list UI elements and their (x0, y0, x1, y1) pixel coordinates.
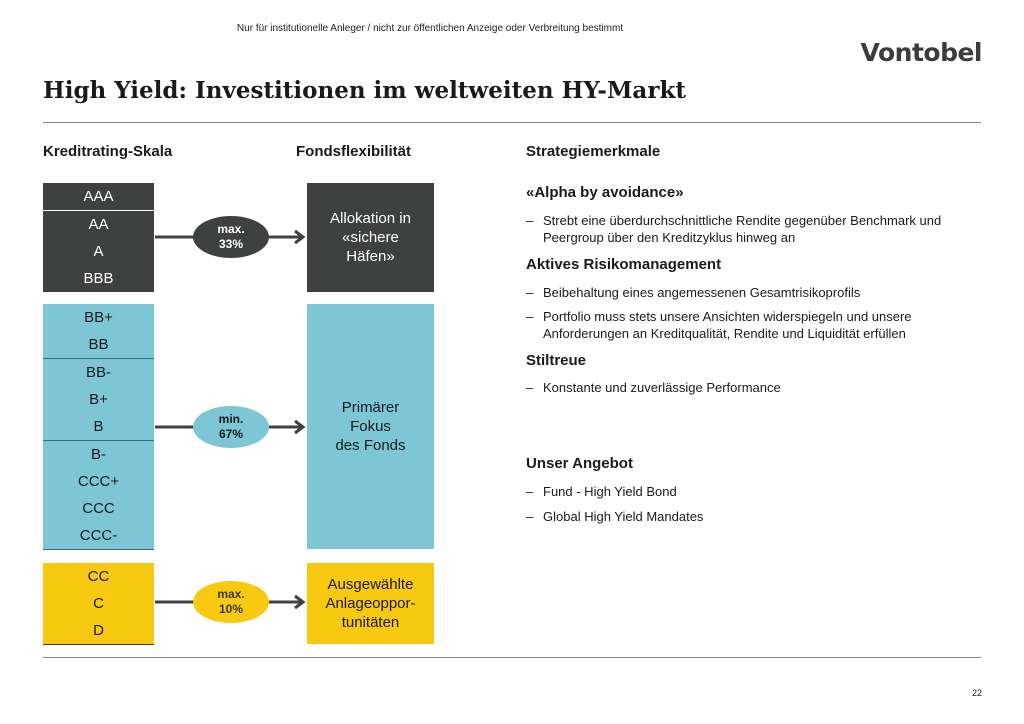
rating-cell: B+ (43, 386, 154, 414)
bullet-text: Strebt eine überdurchschnittliche Rendit… (543, 213, 942, 245)
limit-badge-high-yield: min. 67% (193, 406, 269, 448)
bullet-dash: – (526, 309, 534, 324)
fund-box-line: des Fonds (335, 437, 406, 454)
limit-value: 33% (218, 237, 244, 251)
page-title: High Yield: Investitionen im weltweiten … (43, 77, 687, 104)
limit-badge-investment-grade: max. 33% (193, 216, 269, 258)
bullet-text: Fund - High Yield Bond (543, 484, 677, 499)
bullet-text: Portfolio muss stets unsere Ansichten wi… (543, 309, 912, 341)
fund-box-primary-focus: Primärer Fokus des Fonds (307, 304, 434, 549)
strategy-offer-heading: Unser Angebot (526, 455, 633, 472)
fund-box-line: Allokation in (330, 210, 411, 227)
limit-value: 10% (218, 602, 244, 616)
fund-box-line: Primärer (341, 399, 400, 416)
limit-label: max. (217, 222, 245, 236)
rating-cell: AA (43, 211, 154, 239)
bullet-text: Beibehaltung eines angemessenen Gesamtri… (543, 285, 861, 300)
fund-box-line: Häfen» (346, 248, 395, 265)
fund-box-line: Anlageoppor- (325, 595, 416, 612)
fund-box-safe-havens: Allokation in «sichere Häfen» (307, 183, 434, 292)
bullet-item: – Konstante und zuverlässige Performance (526, 379, 976, 396)
rating-cell: CCC (43, 495, 154, 523)
bullet-text: Global High Yield Mandates (543, 509, 704, 524)
title-rule (43, 122, 981, 123)
limit-label: max. (217, 587, 245, 601)
rating-cell: AAA (43, 183, 154, 211)
bullet-item: – Beibehaltung eines angemessenen Gesamt… (526, 284, 976, 301)
strategy-heading: Strategiemerkmale (526, 143, 661, 160)
rating-cell: C (43, 590, 154, 618)
fund-box-line: «sichere (342, 229, 399, 246)
disclaimer: Nur für institutionelle Anleger / nicht … (236, 23, 624, 34)
limit-value: 67% (218, 427, 244, 441)
rating-cell: CCC- (43, 522, 154, 550)
rating-cell: BB (43, 331, 154, 359)
fund-box-line: tunitäten (341, 614, 400, 631)
bullet-dash: – (526, 285, 534, 300)
strategy-risk-heading: Aktives Risikomanagement (526, 256, 722, 273)
bullet-dash: – (526, 213, 534, 228)
strategy-alpha-heading: «Alpha by avoidance» (526, 184, 684, 201)
fund-box-line: Fokus (350, 418, 391, 435)
fund-flexibility-heading: Fondsflexibilität (296, 143, 412, 160)
bullet-dash: – (526, 380, 534, 395)
limit-badge-distressed: max. 10% (193, 581, 269, 623)
rating-cell: D (43, 617, 154, 645)
bullet-text: Konstante und zuverlässige Performance (543, 380, 781, 395)
rating-cell: B (43, 413, 154, 441)
bullet-dash: – (526, 509, 534, 524)
rating-scale-heading: Kreditrating-Skala (43, 143, 173, 160)
bullet-item: – Strebt eine überdurchschnittliche Rend… (526, 212, 976, 246)
page-number: 22 (971, 688, 982, 698)
bullet-item: – Fund - High Yield Bond (526, 483, 976, 500)
fund-box-line: Ausgewählte (327, 576, 414, 593)
rating-cell: CCC+ (43, 468, 154, 496)
rating-cell: BB- (43, 359, 154, 387)
limit-label: min. (218, 412, 244, 426)
footer-rule (43, 657, 981, 658)
strategy-style-heading: Stiltreue (526, 352, 587, 369)
bullet-dash: – (526, 484, 534, 499)
bullet-item: – Portfolio muss stets unsere Ansichten … (526, 308, 976, 342)
bullet-item: – Global High Yield Mandates (526, 508, 976, 525)
fund-box-selected-opportunities: Ausgewählte Anlageoppor- tunitäten (307, 563, 434, 644)
rating-cell: BBB (43, 265, 154, 293)
vontobel-logo: Vontobel (860, 38, 982, 67)
